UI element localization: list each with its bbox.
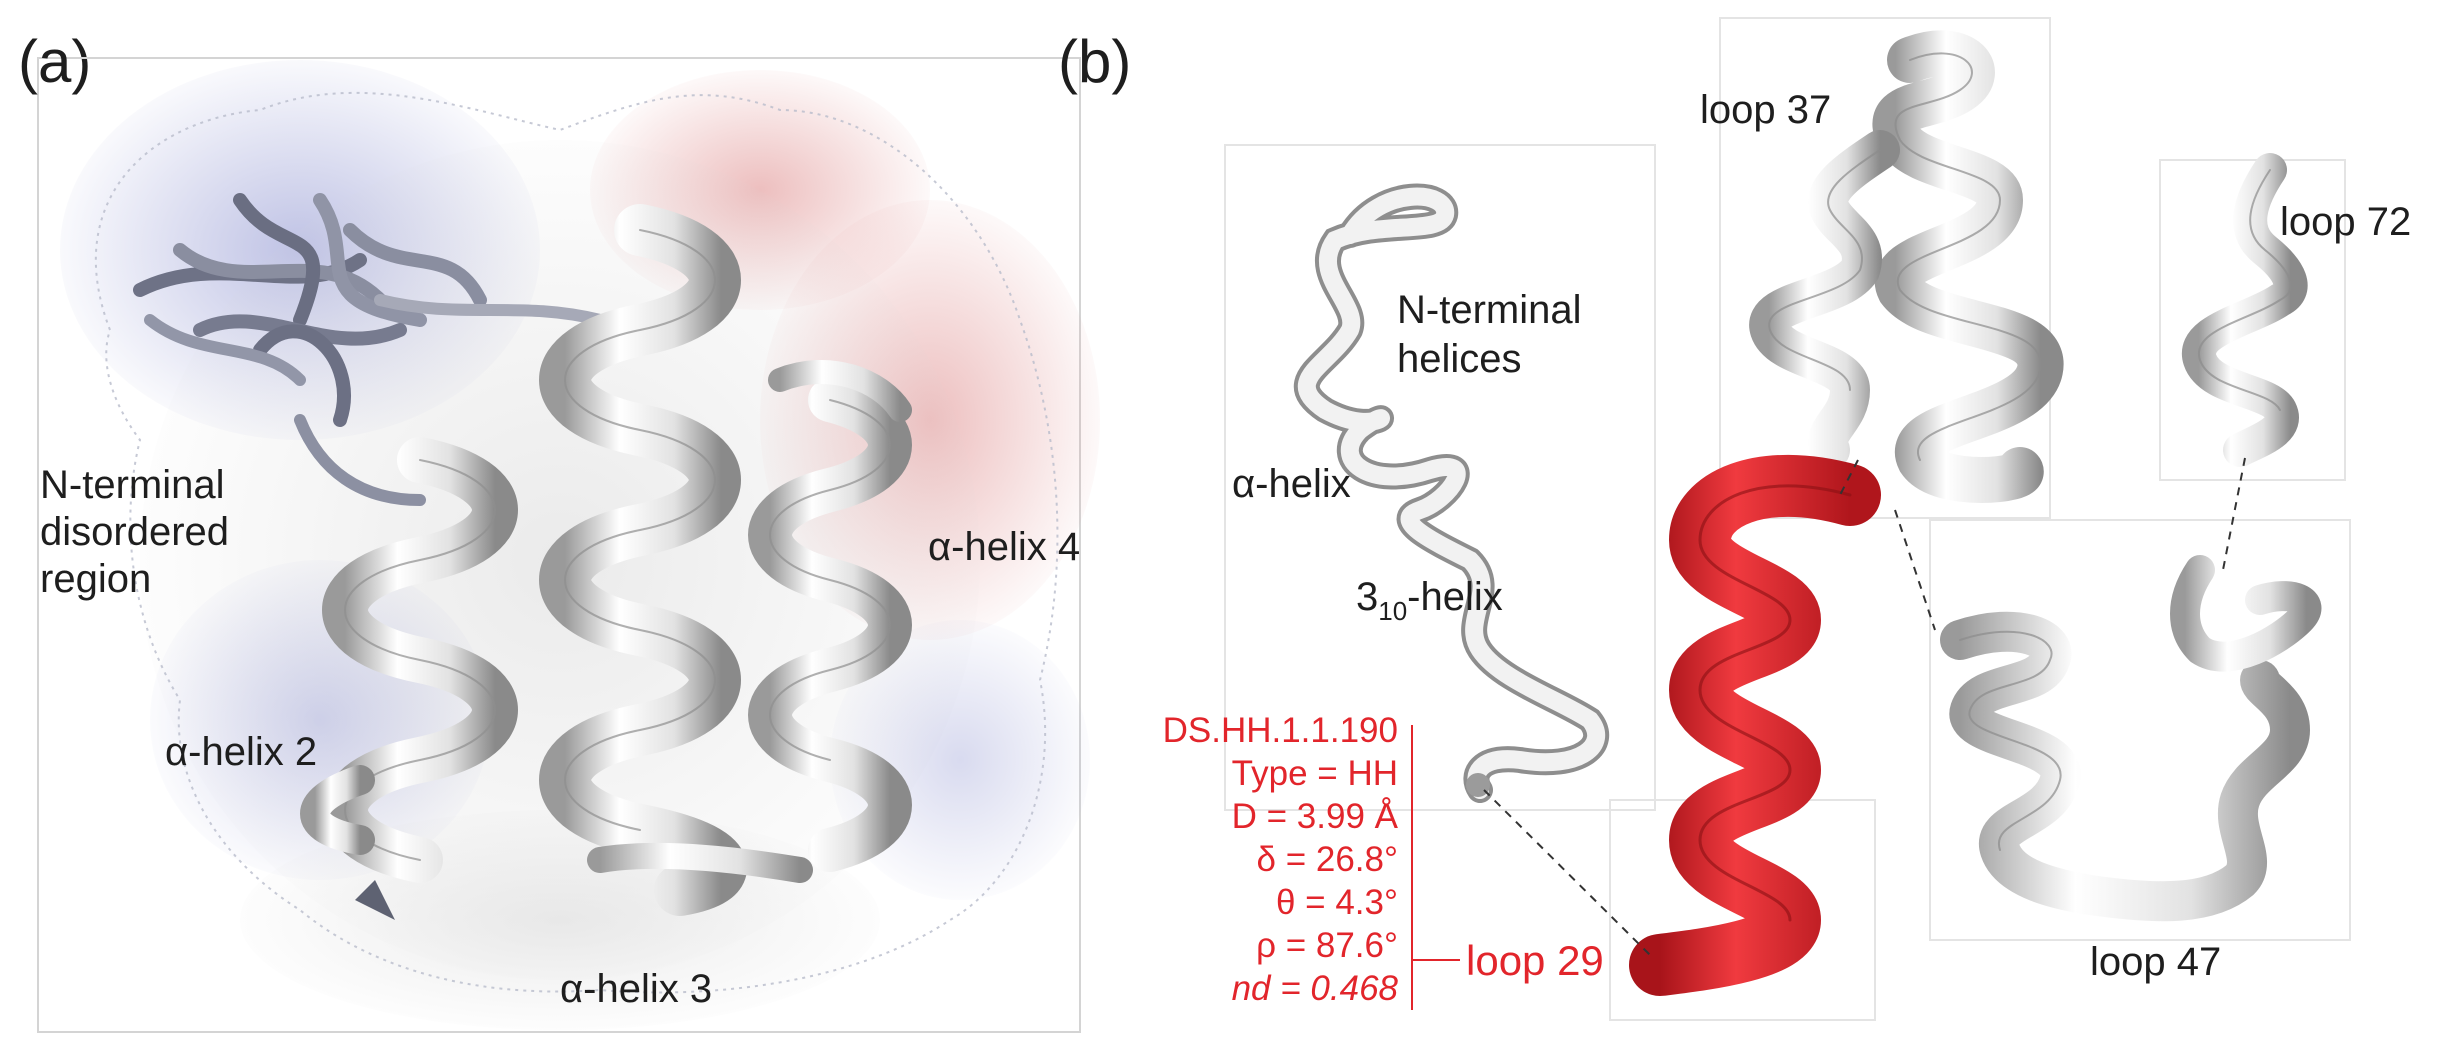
subpanel-frames [1224,17,2351,1021]
label-loop-47: loop 47 [2090,940,2221,984]
dashed-connectors [1483,457,2246,956]
helix-bundle-2 [300,437,518,920]
label-helix-2: α-helix 2 [165,730,317,774]
stat-line-3: δ = 26.8° [1257,840,1399,879]
stat-line-2: D = 3.99 Å [1232,797,1399,836]
panel-a: (a) [18,28,1100,1033]
label-loop-72: loop 72 [2280,200,2411,244]
stat-line-5: ρ = 87.6° [1256,926,1398,965]
label-helix-4: α-helix 4 [928,525,1080,569]
loop-29-red-helix [1629,454,1881,996]
label-loop-37: loop 37 [1700,88,1831,132]
stat-line-1: Type = HH [1232,754,1398,793]
label-nterm-disordered-3: region [40,557,151,601]
label-nterm-helices-2: helices [1397,337,1522,381]
label-nterm-helices-1: N-terminal [1397,288,1581,332]
label-alpha-helix: α-helix [1232,462,1351,506]
helix-bundle-3 [539,204,813,916]
panel-b: (b) [80,17,2411,1021]
label-3-10-main: 3 [1356,575,1378,619]
label-3-10-helix: 310-helix [1356,575,1503,626]
panel-a-tag: (a) [18,28,91,95]
stat-line-0: DS.HH.1.1.190 [1163,711,1398,750]
loop-72-helix [2182,153,2308,467]
loop-47-helix [1940,555,2322,922]
stats-block: DS.HH.1.1.190 Type = HH D = 3.99 Å δ = 2… [1163,711,1604,1010]
panel-b-tag: (b) [1058,28,1131,95]
label-3-10-sub: 10 [1378,596,1407,626]
label-nterm-disordered-1: N-terminal [40,463,224,507]
nterm-helix-tube [1293,183,1609,803]
helix-bundle-4 [748,360,912,872]
stat-line-6: nd = 0.468 [1232,969,1399,1008]
loop-37-helix [1749,30,2064,503]
label-nterm-disordered-2: disordered [40,510,229,554]
label-3-10-suffix: -helix [1407,575,1503,619]
stat-line-4: θ = 4.3° [1276,883,1398,922]
label-loop-29: loop 29 [1466,937,1604,984]
disordered-region-tubes [133,193,606,506]
label-helix-3: α-helix 3 [560,967,712,1011]
